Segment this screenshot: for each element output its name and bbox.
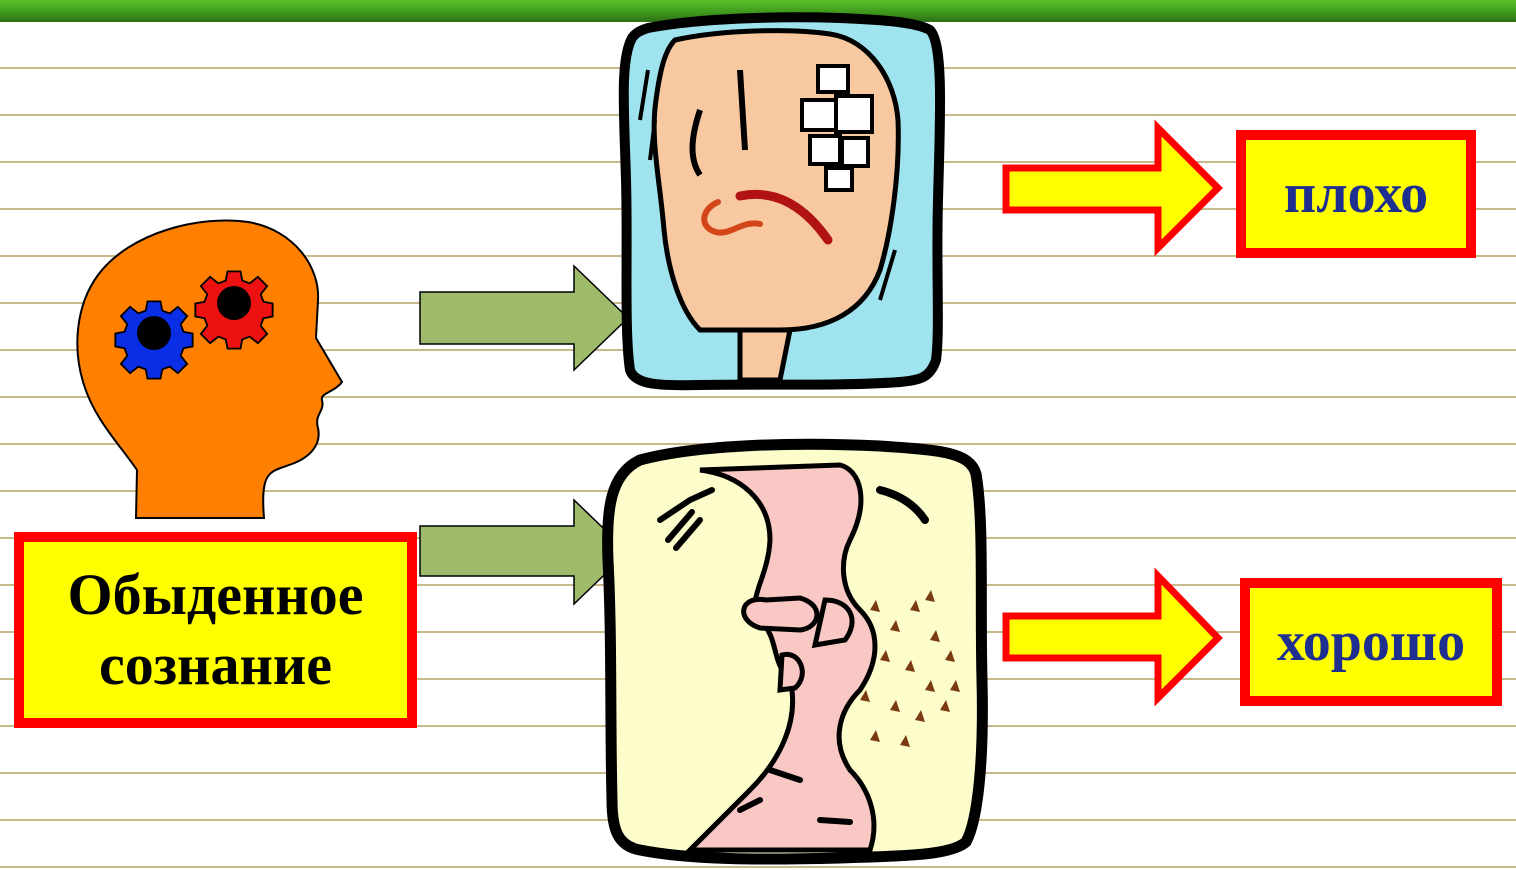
thinking-head-icon xyxy=(77,220,342,518)
yellow-arrow-bottom xyxy=(1006,576,1218,698)
sad-bandaged-face-icon xyxy=(624,17,940,385)
bad-outcome-label: плохо xyxy=(1284,162,1428,226)
yellow-arrow-top xyxy=(1006,128,1218,248)
good-outcome-box: хорошо xyxy=(1240,578,1502,706)
concept-label-box: Обыденное сознание xyxy=(14,532,417,728)
concept-label-line2: сознание xyxy=(67,630,363,700)
concept-label-line1: Обыденное xyxy=(67,560,363,630)
green-arrow-top xyxy=(420,266,628,370)
bad-outcome-box: плохо xyxy=(1236,130,1476,258)
good-outcome-label: хорошо xyxy=(1277,610,1465,674)
green-arrow-bottom xyxy=(420,500,628,604)
kissing-faces-icon xyxy=(608,444,983,859)
